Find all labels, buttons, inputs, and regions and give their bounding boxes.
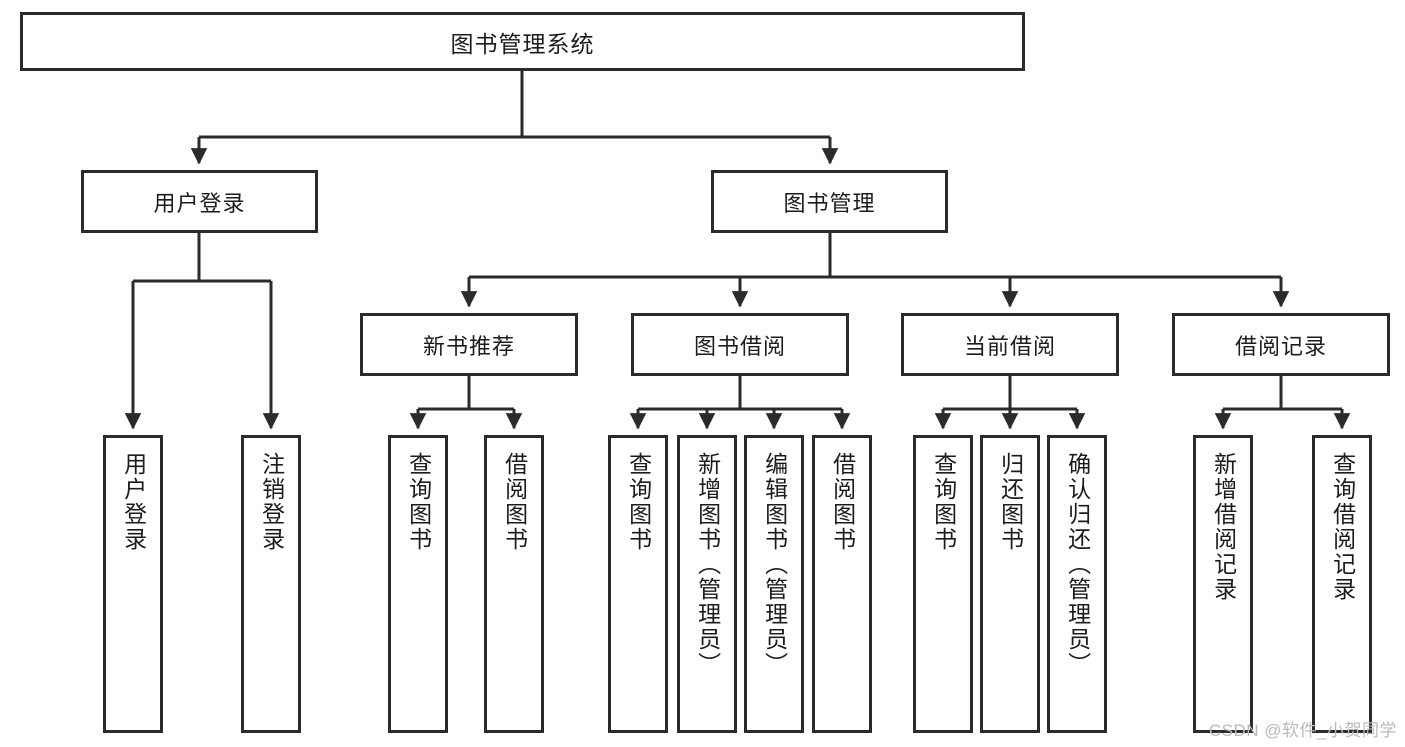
node-current-borrow[interactable]: 当前借阅 bbox=[901, 313, 1119, 376]
leaf-user-logout[interactable]: 注销登录 bbox=[241, 435, 301, 733]
node-label: 查询图书 bbox=[405, 452, 432, 552]
node-label: 新增图书（管理员） bbox=[694, 452, 721, 677]
node-label: 注销登录 bbox=[258, 452, 285, 552]
leaf-return-book[interactable]: 归还图书 bbox=[980, 435, 1040, 733]
node-label: 新增借阅记录 bbox=[1210, 452, 1237, 602]
node-label: 图书管理系统 bbox=[450, 30, 595, 57]
node-label: 借阅记录 bbox=[1234, 333, 1327, 359]
leaf-query-record[interactable]: 查询借阅记录 bbox=[1312, 435, 1372, 733]
node-label: 查询图书 bbox=[625, 452, 652, 552]
node-label: 查询借阅记录 bbox=[1329, 452, 1356, 602]
leaf-query-book-3[interactable]: 查询图书 bbox=[913, 435, 973, 733]
node-label: 确认归还（管理员） bbox=[1064, 452, 1091, 677]
node-label: 图书借阅 bbox=[693, 333, 786, 359]
node-book-management[interactable]: 图书管理 bbox=[711, 170, 948, 233]
node-label: 图书管理 bbox=[783, 190, 876, 216]
watermark: CSDN @软件_小贺同学 bbox=[1208, 721, 1397, 740]
leaf-borrow-book-2[interactable]: 借阅图书 bbox=[812, 435, 872, 733]
node-new-book-recommend[interactable]: 新书推荐 bbox=[360, 313, 578, 376]
leaf-user-login[interactable]: 用户登录 bbox=[103, 435, 163, 733]
node-root-system[interactable]: 图书管理系统 bbox=[20, 12, 1025, 71]
node-label: 用户登录 bbox=[120, 452, 147, 552]
leaf-add-record[interactable]: 新增借阅记录 bbox=[1193, 435, 1253, 733]
leaf-borrow-book-1[interactable]: 借阅图书 bbox=[484, 435, 544, 733]
node-book-borrow[interactable]: 图书借阅 bbox=[631, 313, 849, 376]
leaf-query-book-2[interactable]: 查询图书 bbox=[608, 435, 668, 733]
node-label: 借阅图书 bbox=[829, 452, 856, 552]
leaf-query-book-1[interactable]: 查询图书 bbox=[388, 435, 448, 733]
node-user-login[interactable]: 用户登录 bbox=[81, 170, 318, 233]
node-label: 新书推荐 bbox=[422, 333, 515, 359]
node-label: 编辑图书（管理员） bbox=[761, 452, 788, 677]
node-label: 用户登录 bbox=[153, 190, 246, 216]
leaf-confirm-return[interactable]: 确认归还（管理员） bbox=[1047, 435, 1107, 733]
leaf-add-book[interactable]: 新增图书（管理员） bbox=[677, 435, 737, 733]
node-label: 借阅图书 bbox=[501, 452, 528, 552]
node-borrow-record[interactable]: 借阅记录 bbox=[1172, 313, 1390, 376]
leaf-edit-book[interactable]: 编辑图书（管理员） bbox=[744, 435, 804, 733]
node-label: 当前借阅 bbox=[963, 333, 1056, 359]
node-label: 查询图书 bbox=[930, 452, 957, 552]
node-label: 归还图书 bbox=[997, 452, 1024, 552]
